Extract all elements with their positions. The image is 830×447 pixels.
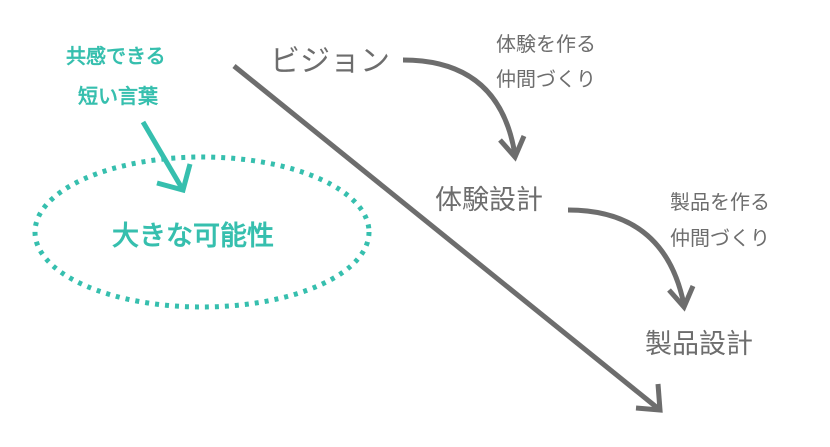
note1-line1: 体験を作る: [496, 32, 596, 56]
curved-arrow-2: [567, 207, 696, 312]
teal-arrow: [140, 120, 193, 194]
step-vision: ビジョン: [270, 44, 390, 79]
note2-line1: 製品を作る: [670, 190, 770, 214]
note1-line2: 仲間づくり: [496, 67, 596, 91]
note2-line2: 仲間づくり: [670, 226, 770, 250]
possibility-ellipse: [32, 154, 372, 310]
curved-arrow-1: [402, 57, 527, 162]
phrase-line1: 共感できる: [66, 44, 166, 68]
step-experience-design: 体験設計: [435, 185, 543, 216]
phrase-line2: 短い言葉: [78, 84, 158, 108]
main-diagonal-arrow: [232, 64, 663, 413]
step-product-design: 製品設計: [645, 329, 753, 360]
ellipse-label: 大きな可能性: [112, 221, 274, 252]
